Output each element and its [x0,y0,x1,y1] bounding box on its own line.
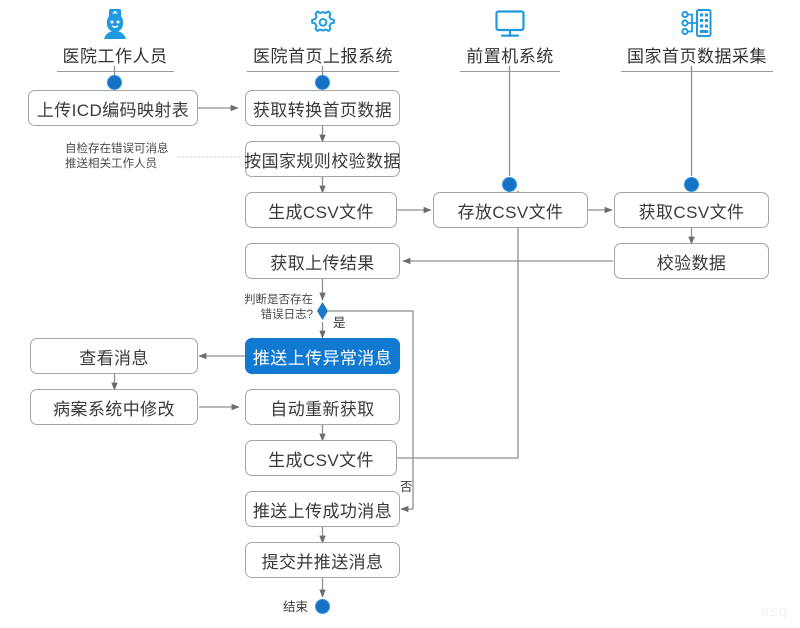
decision-question-line1: 判断是否存在 [244,294,313,306]
branch-label-yes: 是 [333,316,346,330]
start-dot-national [684,177,699,192]
branch-label-no: 否 [400,480,413,494]
node-label: 存放CSV文件 [457,202,564,222]
node-validate-rules[interactable]: 按国家规则校验数据 [244,141,401,177]
node-push-error[interactable]: 推送上传异常消息 [245,338,400,374]
start-dot-report [315,75,330,90]
node-verify-data[interactable]: 校验数据 [614,243,769,279]
end-label: 结束 [283,600,309,614]
self-check-note: 自检存在错误可消息 推送相关工作人员 [65,142,169,172]
lane-title-staff: 医院工作人员 [56,40,174,72]
end-dot [315,599,330,614]
gear-icon [234,6,412,40]
lane-title-report: 医院首页上报系统 [247,40,399,72]
node-label: 生成CSV文件 [268,202,374,222]
node-get-csv[interactable]: 获取CSV文件 [614,192,769,228]
node-upload-icd[interactable]: 上传ICD编码映射表 [28,90,198,126]
node-label: 获取转换首页数据 [252,100,393,120]
monitor-icon [445,6,575,40]
node-push-success[interactable]: 推送上传成功消息 [245,491,400,527]
nurse-icon [34,6,196,40]
self-check-note-line2: 推送相关工作人员 [65,158,157,170]
node-submit-push[interactable]: 提交并推送消息 [245,542,400,578]
start-dot-staff [107,75,122,90]
node-label: 获取CSV文件 [638,202,745,222]
lane-report: 医院首页上报系统 [234,6,412,72]
node-fetch-convert[interactable]: 获取转换首页数据 [245,90,400,126]
lane-title-national: 国家首页数据采集 [621,40,773,72]
watermark: esq [760,603,788,620]
decision-question: 判断是否存在 错误日志? [229,293,313,323]
server-icon [608,6,786,40]
node-label: 推送上传成功消息 [252,501,393,521]
node-label: 生成CSV文件 [268,450,374,470]
lane-national: 国家首页数据采集 [608,6,786,72]
lane-title-frontend: 前置机系统 [460,40,560,72]
node-label: 病案系统中修改 [53,399,175,419]
self-check-note-line1: 自检存在错误可消息 [65,143,169,155]
node-label: 按国家规则校验数据 [244,151,401,171]
node-label: 查看消息 [79,348,149,368]
node-label: 推送上传异常消息 [252,348,393,368]
decision-question-line2: 错误日志? [260,309,313,321]
node-auto-refetch[interactable]: 自动重新获取 [245,389,400,425]
node-label: 上传ICD编码映射表 [36,100,190,120]
node-label: 提交并推送消息 [261,552,384,572]
lane-frontend: 前置机系统 [445,6,575,72]
node-label: 校验数据 [656,253,727,273]
node-label: 自动重新获取 [270,399,375,419]
node-get-result[interactable]: 获取上传结果 [245,243,400,279]
lane-staff: 医院工作人员 [34,6,196,72]
start-dot-frontend [502,177,517,192]
decision-diamond[interactable] [317,302,328,320]
node-gen-csv-1[interactable]: 生成CSV文件 [245,192,397,228]
node-gen-csv-2[interactable]: 生成CSV文件 [245,440,397,476]
node-store-csv[interactable]: 存放CSV文件 [433,192,588,228]
node-view-message[interactable]: 查看消息 [30,338,198,374]
node-modify-record[interactable]: 病案系统中修改 [30,389,198,425]
node-label: 获取上传结果 [270,253,375,273]
